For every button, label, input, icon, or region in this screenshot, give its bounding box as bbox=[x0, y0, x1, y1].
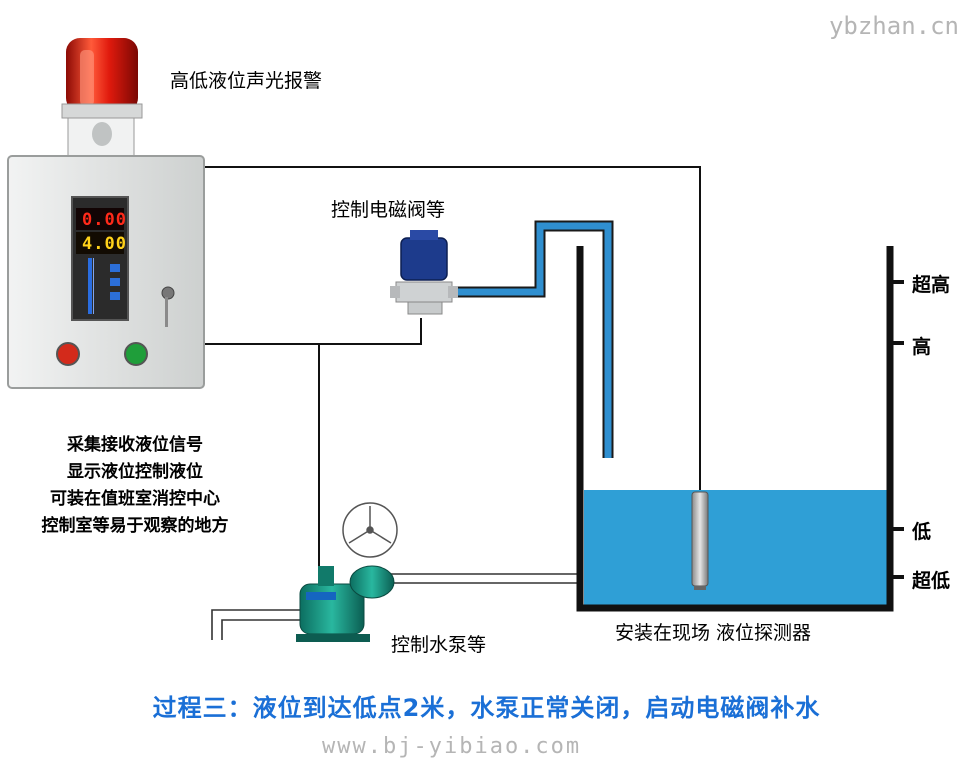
control-cabinet bbox=[7, 155, 205, 389]
process-caption: 过程三：液位到达低点2米，水泵正常关闭，启动电磁阀补水 bbox=[152, 694, 821, 722]
level-low-label: 低 bbox=[912, 521, 932, 543]
indicator-lamps bbox=[56, 342, 148, 366]
note-line: 显示液位控制液位 bbox=[67, 462, 203, 482]
water-pump bbox=[296, 565, 395, 642]
fill-pipe bbox=[448, 220, 614, 458]
valve-label: 控制电磁阀等 bbox=[331, 199, 446, 221]
solenoid-valve bbox=[390, 230, 458, 315]
sensor-cable bbox=[203, 166, 701, 492]
bar-graph bbox=[88, 258, 94, 314]
pump-pipes bbox=[211, 573, 578, 640]
valve-cable bbox=[203, 318, 422, 345]
note-line: 采集接收液位信号 bbox=[67, 435, 203, 455]
watermark-top: ybzhan.cn bbox=[828, 12, 959, 40]
alarm-label: 高低液位声光报警 bbox=[170, 70, 323, 92]
note-line: 控制室等易于观察的地方 bbox=[41, 516, 229, 536]
note-line: 可装在值班室消控中心 bbox=[50, 489, 220, 509]
meter-buttons bbox=[110, 264, 120, 300]
signal-wires bbox=[203, 166, 701, 580]
display-line-2: 4.00 bbox=[82, 234, 127, 254]
controller-notes: 采集接收液位信号 显示液位控制液位 可装在值班室消控中心 控制室等易于观察的地方 bbox=[10, 432, 260, 540]
fan-icon bbox=[342, 502, 398, 558]
water-tank bbox=[576, 246, 904, 612]
display-line-1: 0.00 bbox=[82, 210, 127, 230]
key-lock bbox=[161, 286, 175, 327]
level-high-label: 高 bbox=[912, 336, 932, 358]
level-super-high-label: 超高 bbox=[912, 274, 951, 296]
level-super-low-label: 超低 bbox=[912, 570, 951, 592]
watermark-bottom: www.bj-yibiao.com bbox=[322, 734, 582, 759]
alarm-beacon bbox=[61, 38, 143, 161]
pump-label: 控制水泵等 bbox=[391, 634, 487, 656]
sensor-label: 安装在现场 液位探测器 bbox=[615, 622, 812, 644]
level-probe bbox=[691, 491, 709, 590]
tank-walls bbox=[576, 246, 894, 612]
water-body bbox=[584, 490, 887, 606]
